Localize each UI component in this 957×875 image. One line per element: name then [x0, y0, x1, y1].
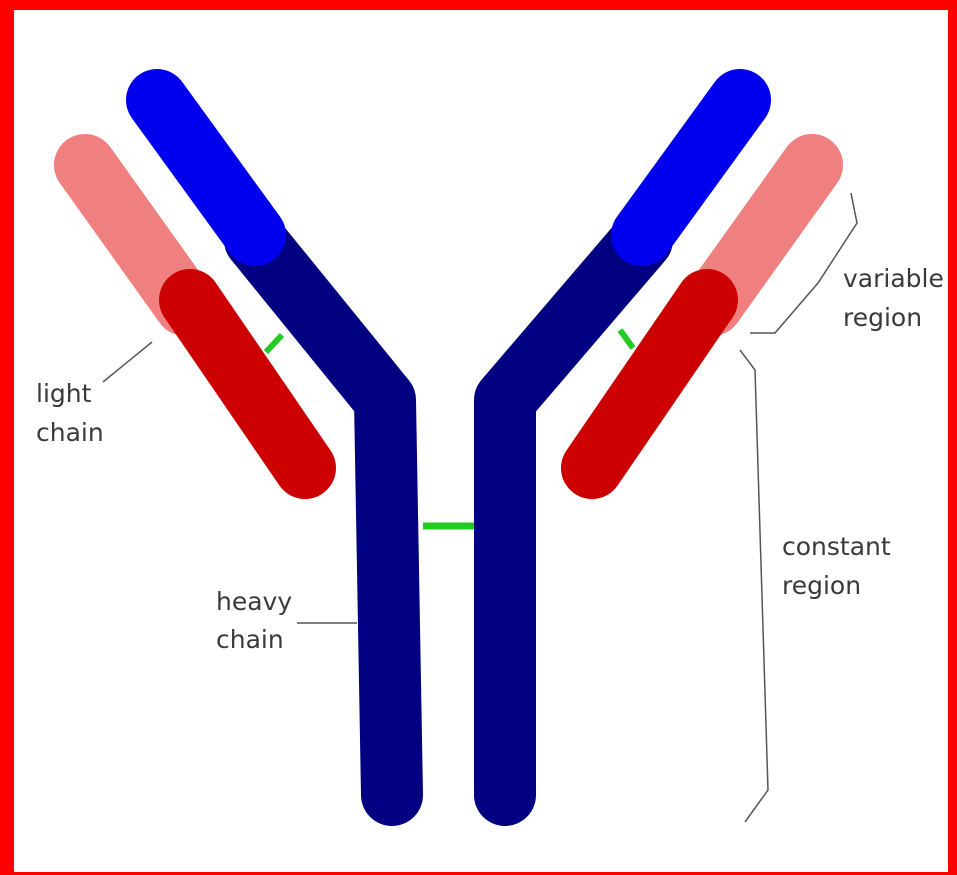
right-heavy-chain-variable — [642, 100, 740, 235]
right-heavy-chain-constant — [505, 240, 642, 795]
left-heavy-chain-variable — [157, 100, 255, 235]
heavy-chain-label: heavy chain — [216, 587, 300, 654]
constant-region-label: constant region — [782, 532, 899, 600]
variable-region-label-line1: variable — [843, 264, 944, 293]
right-arm-disulfide-bond — [620, 330, 633, 348]
light-chain-label-line2: chain — [36, 418, 104, 447]
heavy-chain-label-line1: heavy — [216, 587, 292, 616]
light-chain-label: light chain — [36, 379, 104, 447]
variable-region-label: variable region — [843, 264, 952, 332]
light-chain-label-line1: light — [36, 379, 92, 408]
constant-region-label-line2: region — [782, 571, 861, 600]
constant-region-label-line1: constant — [782, 532, 891, 561]
left-arm-disulfide-bond — [266, 335, 282, 352]
left-heavy-chain-constant — [255, 240, 392, 795]
light-chain-leader-line — [103, 342, 152, 382]
constant-region-bracket — [740, 350, 768, 822]
variable-region-label-line2: region — [843, 303, 922, 332]
heavy-chain-label-line2: chain — [216, 625, 284, 654]
